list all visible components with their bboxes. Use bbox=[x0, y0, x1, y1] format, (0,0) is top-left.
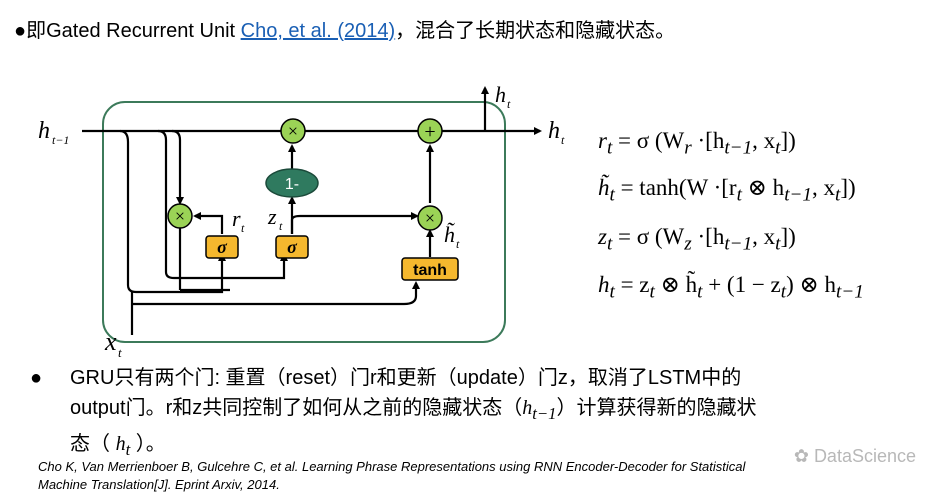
x-to-tanh bbox=[132, 281, 420, 306]
x-label: x bbox=[104, 327, 117, 356]
reset-sigma-box bbox=[205, 235, 239, 259]
intro-line: ●即Gated Recurrent Unit Cho, et al. (2014… bbox=[14, 14, 675, 43]
cell-frame bbox=[102, 101, 506, 343]
forget-mult-symbol: × bbox=[288, 121, 298, 141]
update-sigma-box bbox=[275, 235, 309, 259]
desc-line-2: output门。r和z共同控制了如何从之前的隐藏状态（ht−1）计算获得新的隐藏… bbox=[70, 397, 757, 423]
intro-prefix: 即Gated Recurrent Unit bbox=[26, 20, 241, 42]
equation-update: zt = σ (Wz ·[ht−1, xt]) bbox=[598, 224, 796, 255]
forget-mult-node bbox=[280, 118, 306, 144]
hout-top-sub: t bbox=[507, 97, 511, 111]
rsigma-to-rmult bbox=[193, 212, 224, 234]
hprev-label: h bbox=[38, 118, 50, 144]
desc-line-1: GRU只有两个门: 重置（reset）门r和更新（update）门z，取消了LS… bbox=[70, 367, 742, 389]
bullet-dot: ● bbox=[14, 20, 27, 42]
intro-suffix: ，混合了长期状态和隐藏状态。 bbox=[395, 20, 676, 42]
watermark: ✿ DataScience bbox=[793, 446, 916, 466]
desc-line-3: 态（ ht ）。 bbox=[70, 433, 166, 459]
hout-right-label: h bbox=[548, 118, 560, 144]
update-sigma-label: σ bbox=[287, 237, 298, 257]
update-mult-node bbox=[417, 205, 443, 231]
hprev-to-reset-mult bbox=[171, 129, 184, 205]
z-sub: t bbox=[279, 219, 283, 233]
equation-reset: rt = σ (Wr ·[ht−1, xt]) bbox=[598, 128, 796, 159]
wechat-icon: ✿ bbox=[793, 446, 814, 466]
hprev-to-reset-sigma bbox=[119, 129, 226, 294]
update-mult-symbol: × bbox=[425, 208, 435, 228]
citation: Cho K, Van Merrienboer B, Gulcehre C, et… bbox=[38, 458, 918, 494]
equation-candidate: h̃t = tanh(W ·[rt ⊗ ht−1, xt]) bbox=[598, 175, 856, 206]
reset-sigma-label: σ bbox=[217, 237, 228, 257]
hout-top-label: h bbox=[495, 82, 506, 107]
htilde-label: h̃ bbox=[444, 222, 455, 247]
z-label: z bbox=[267, 204, 277, 229]
bullet-dot: ● bbox=[30, 367, 43, 389]
x-sub: t bbox=[118, 345, 122, 360]
gru-diagram: × + × × 1- σ σ tanh h t−1 h t h t x t r … bbox=[38, 82, 565, 360]
citation-line-1: Cho K, Van Merrienboer B, Gulcehre C, et… bbox=[38, 459, 746, 474]
r-label: r bbox=[232, 206, 241, 231]
hout-right-sub: t bbox=[561, 133, 565, 147]
hprev-to-update-sigma bbox=[157, 129, 288, 280]
one-minus-node bbox=[265, 168, 319, 198]
reference-link[interactable]: Cho, et al. (2014) bbox=[240, 20, 396, 42]
plus-node bbox=[417, 118, 443, 144]
equation-hidden: ht = zt ⊗ h̃t + (1 − zt) ⊗ ht−1 bbox=[598, 272, 864, 303]
one-minus-label: 1- bbox=[285, 176, 299, 193]
reset-mult-symbol: × bbox=[175, 206, 185, 226]
htilde-sub: t bbox=[456, 237, 460, 251]
reset-mult-node bbox=[167, 203, 193, 229]
tanh-label: tanh bbox=[413, 262, 447, 279]
hprev-sub: t−1 bbox=[52, 133, 69, 147]
citation-line-2: Machine Translation[J]. Eprint Arxiv, 20… bbox=[38, 477, 280, 492]
tanh-box bbox=[401, 257, 459, 281]
zsigma-to-mult bbox=[290, 212, 419, 234]
plus-symbol: + bbox=[424, 121, 435, 143]
r-sub: t bbox=[241, 221, 245, 235]
